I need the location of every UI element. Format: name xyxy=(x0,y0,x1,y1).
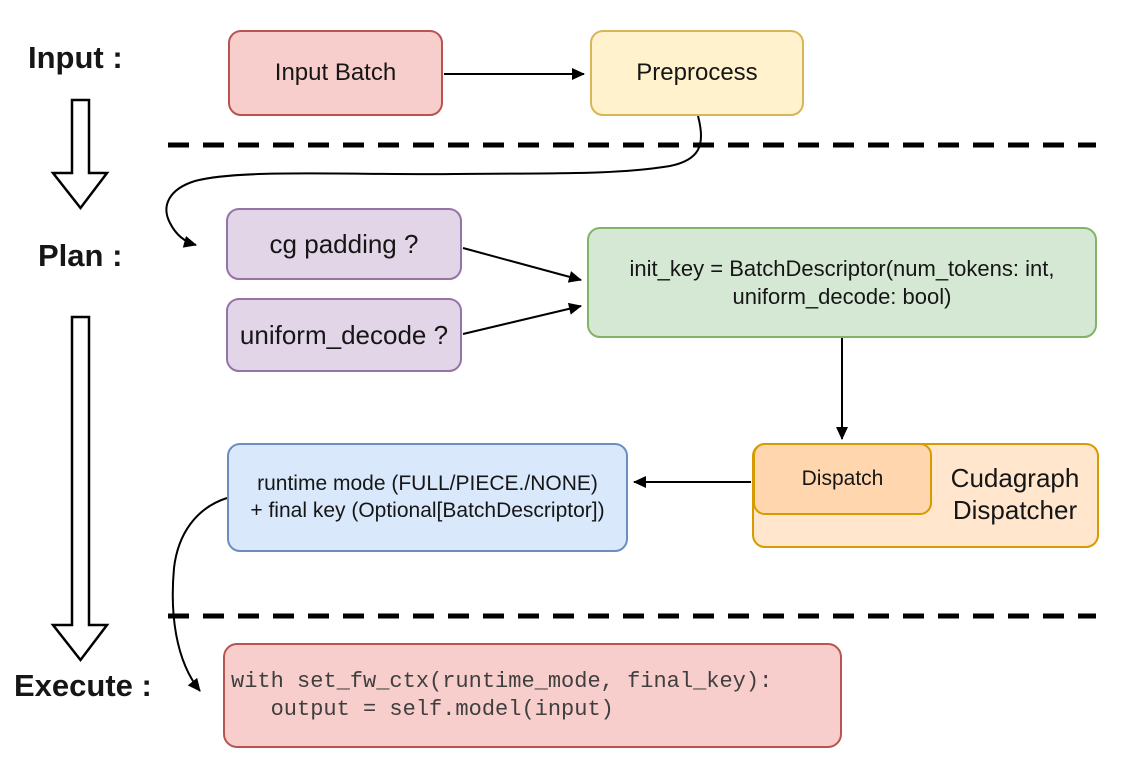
input-stage-label: Input : xyxy=(28,40,123,75)
node-dispatch: Dispatch xyxy=(753,443,932,515)
node-dispatch-label: Dispatch xyxy=(801,466,884,490)
node-init-key-line1: init_key = BatchDescriptor(num_tokens: i… xyxy=(629,256,1055,281)
plan-stage-label: Plan : xyxy=(38,238,123,273)
node-input-batch: Input Batch xyxy=(228,30,443,116)
execute-code-line1: with set_fw_ctx(runtime_mode, final_key)… xyxy=(231,668,773,694)
cudagraph-label-line2: Dispatcher xyxy=(952,495,1078,525)
arrow-cg-padding-to-init-key xyxy=(462,247,582,283)
node-init-key: init_key = BatchDescriptor(num_tokens: i… xyxy=(587,227,1097,338)
node-cg-padding: cg padding ? xyxy=(226,208,462,280)
node-preprocess-label: Preprocess xyxy=(636,59,758,86)
node-cudagraph-dispatcher-label: Cudagraph Dispatcher xyxy=(930,462,1100,526)
node-cg-padding-label: cg padding ? xyxy=(269,228,419,259)
node-preprocess: Preprocess xyxy=(590,30,804,116)
execute-stage-label: Execute : xyxy=(14,668,152,703)
node-runtime-mode-line2: + final key (Optional[BatchDescriptor]) xyxy=(250,498,605,522)
node-input-batch-label: Input Batch xyxy=(274,59,397,86)
node-uniform-decode: uniform_decode ? xyxy=(226,298,462,372)
plan-stage-down-arrow xyxy=(50,315,110,663)
node-runtime-mode: runtime mode (FULL/PIECE./NONE) + final … xyxy=(227,443,628,552)
node-uniform-decode-label: uniform_decode ? xyxy=(239,319,449,350)
curve-preprocess-to-cg-padding xyxy=(165,115,703,248)
cudagraph-label-line1: Cudagraph xyxy=(950,463,1080,493)
node-init-key-line2: uniform_decode: bool) xyxy=(732,283,952,309)
node-runtime-mode-line1: runtime mode (FULL/PIECE./NONE) xyxy=(257,472,598,496)
execute-code-line2: output = self.model(input) xyxy=(231,696,614,722)
arrow-uniform-decode-to-init-key xyxy=(462,302,582,335)
node-execute-code: with set_fw_ctx(runtime_mode, final_key)… xyxy=(223,643,842,748)
input-stage-down-arrow xyxy=(50,98,110,211)
curve-runtime-mode-to-execute-code xyxy=(171,497,228,692)
